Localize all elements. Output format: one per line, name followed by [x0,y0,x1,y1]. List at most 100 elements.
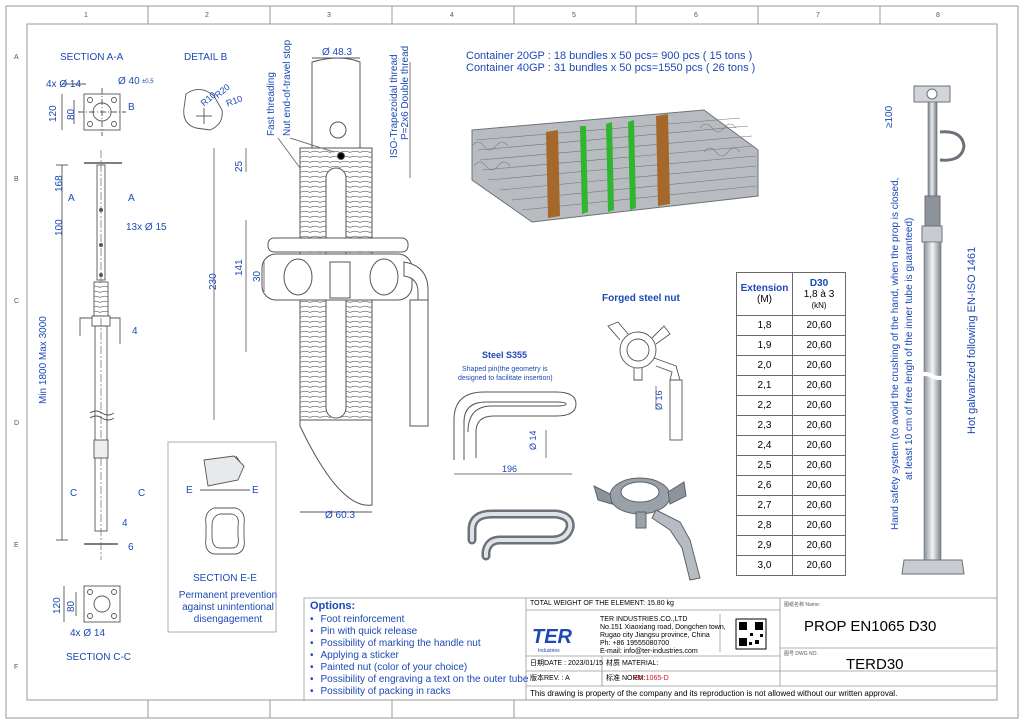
row-extension: 2,2 [736,395,793,416]
row-load: 20,60 [792,395,846,416]
galvanized-note: Hot galvanized following EN-ISO 1461 [966,246,978,434]
row-extension: 2,3 [736,415,793,436]
list-item: Pin with quick release [310,626,528,638]
company-logo: TER [532,626,572,648]
frame-col-1: 1 [84,12,88,19]
shaped-pin-note-1: Shaped pin(the geometry is [462,366,548,373]
dim-30: 30 [252,270,263,282]
col-d30-unit: (kN) [811,300,827,310]
drawing-name-label: 图纸名称 Name: [784,602,821,608]
dim-hole-pattern: 4x Ø 14 [46,79,82,90]
dim-141: 141 [234,259,245,276]
dim-bore-tol: ±0,5 [142,79,154,85]
row-load: 20,60 [792,495,846,516]
dim-holes-13: 13x Ø 15 [126,222,167,233]
table-header-extension: Extension (M) [736,272,793,316]
material-label: 材质 MATERIAL: [606,660,659,667]
row-load: 20,60 [792,555,846,576]
row-load: 20,60 [792,475,846,496]
disclaimer: This drawing is property of the company … [530,689,898,698]
row-extension: 2,0 [736,355,793,376]
frame-col-7: 7 [816,12,820,19]
prop-photo-render [901,85,966,575]
row-load: 20,60 [792,415,846,436]
title-block-frame [303,597,998,701]
forged-nut-drawing [607,321,683,441]
dim-cc-inner: 80 [66,600,77,612]
col-d30-label: D30 [809,277,829,289]
permanent-prevention-note: Permanent prevention against unintention… [176,590,280,626]
section-aa-plate [61,83,126,136]
qr-code [735,618,767,650]
row-extension: 2,1 [736,375,793,396]
pin-3d-render [467,509,575,561]
dim-nut-16: Ø 16 [654,390,664,410]
row-load: 20,60 [792,355,846,376]
drawing-name: PROP EN1065 D30 [804,618,937,635]
forged-nut-label: Forged steel nut [602,293,680,304]
section-c-left: C [70,488,78,499]
section-e-left: E [186,485,193,496]
revision: 版本REV. : A [530,675,570,682]
list-item: Foot reinforcement [310,614,528,626]
list-item: Painted nut (color of your choice) [310,662,528,674]
permanent-line-3: disengagement [193,614,263,625]
weld-4b: 4 [122,518,128,529]
list-item: Possibility of marking the handle nut [310,638,528,650]
frame-col-2: 2 [205,12,209,19]
hand-safety-note-1: Hand safety system (to avoid the crushin… [890,177,901,530]
row-load: 20,60 [792,335,846,356]
company-logo-sub: Industries [538,648,560,654]
section-ee-drawing [200,455,250,555]
row-load: 20,60 [792,515,846,536]
dim-pin-196: 196 [502,464,518,474]
frame-row-b: B [14,176,19,183]
row-extension: 1,8 [736,315,793,336]
dim-100: 100 [54,219,65,236]
frame-row-e: E [14,542,19,549]
row-extension: 2,5 [736,455,793,476]
row-extension: 2,8 [736,515,793,536]
list-item: Possibility of engraving a text on the o… [310,674,529,686]
steel-label: Steel S355 [482,350,528,360]
section-a-right: A [128,193,135,204]
container-40gp: Container 40GP : 31 bundles x 50 pcs=155… [466,62,756,74]
row-load: 20,60 [792,535,846,556]
nut-3d-render [593,477,701,581]
dim-cc-outer: 120 [52,597,63,614]
shaped-pin-note-2: designed to facilitate insertion) [458,375,553,382]
total-weight: TOTAL WEIGHT OF THE ELEMENT: 15.80 kg [530,600,674,607]
col-extension-label: Extension [740,283,789,294]
dim-plate-inner: 80 [66,108,77,120]
dim-168: 168 [54,175,65,192]
row-extension: 1,9 [736,335,793,356]
row-extension: 2,6 [736,475,793,496]
weld-4a: 4 [132,326,138,337]
dim-min-max: Min 1800 Max 3000 [38,316,49,404]
drawing-no-label: 图号 DWG NO. [784,651,818,657]
company-address-1: No.151 Xiaoxiang road, Dongchen town, [600,624,726,631]
company-address-2: Rugao city Jiangsu province, China [600,632,710,639]
steel-pin-drawing [453,391,577,475]
table-header-d30: D30 1,8 à 3 (kN) [792,272,846,316]
frame-row-f: F [14,664,19,671]
norm-value: EN 1065-D [634,675,669,682]
container-20gp: Container 20GP : 18 bundles x 50 pcs= 90… [466,50,753,62]
permanent-line-2: against unintentional [182,602,274,613]
prop-side-view [56,150,122,560]
thread-detail-view [213,57,429,513]
list-item: Possibility of packing in racks [310,686,528,698]
options-block: Options: Foot reinforcement Pin with qui… [310,600,528,698]
frame-row-d: D [14,420,20,427]
dim-bore: Ø 40 [118,76,140,87]
